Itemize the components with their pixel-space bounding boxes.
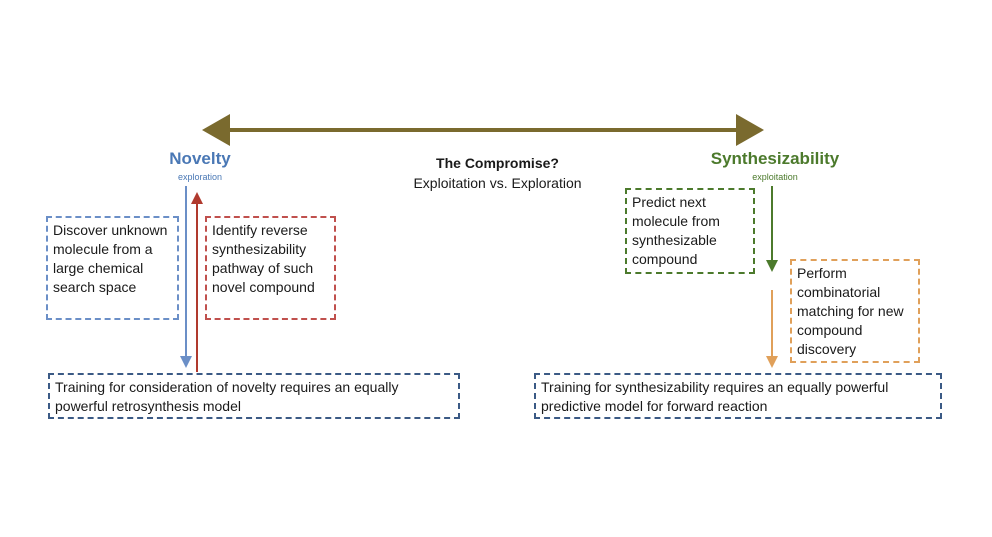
combinatorial-matching-box: Perform combinatorial matching for new c… bbox=[790, 259, 920, 363]
novelty-training-box: Training for consideration of novelty re… bbox=[48, 373, 460, 419]
discover-molecule-box: Discover unknown molecule from a large c… bbox=[46, 216, 179, 320]
compromise-body: Exploitation vs. Exploration bbox=[413, 175, 582, 191]
predict-molecule-box: Predict next molecule from synthesizable… bbox=[625, 188, 755, 274]
synthesizability-training-box: Training for synthesizability requires a… bbox=[534, 373, 942, 419]
synthesizability-title: Synthesizability bbox=[710, 149, 840, 168]
synthesizability-subtitle: exploitation bbox=[752, 172, 798, 182]
novelty-subtitle: exploration bbox=[177, 172, 223, 182]
novelty-title: Novelty bbox=[169, 149, 231, 168]
identify-pathway-box: Identify reverse synthesizability pathwa… bbox=[205, 216, 336, 320]
compromise-title: The Compromise? bbox=[436, 155, 559, 171]
